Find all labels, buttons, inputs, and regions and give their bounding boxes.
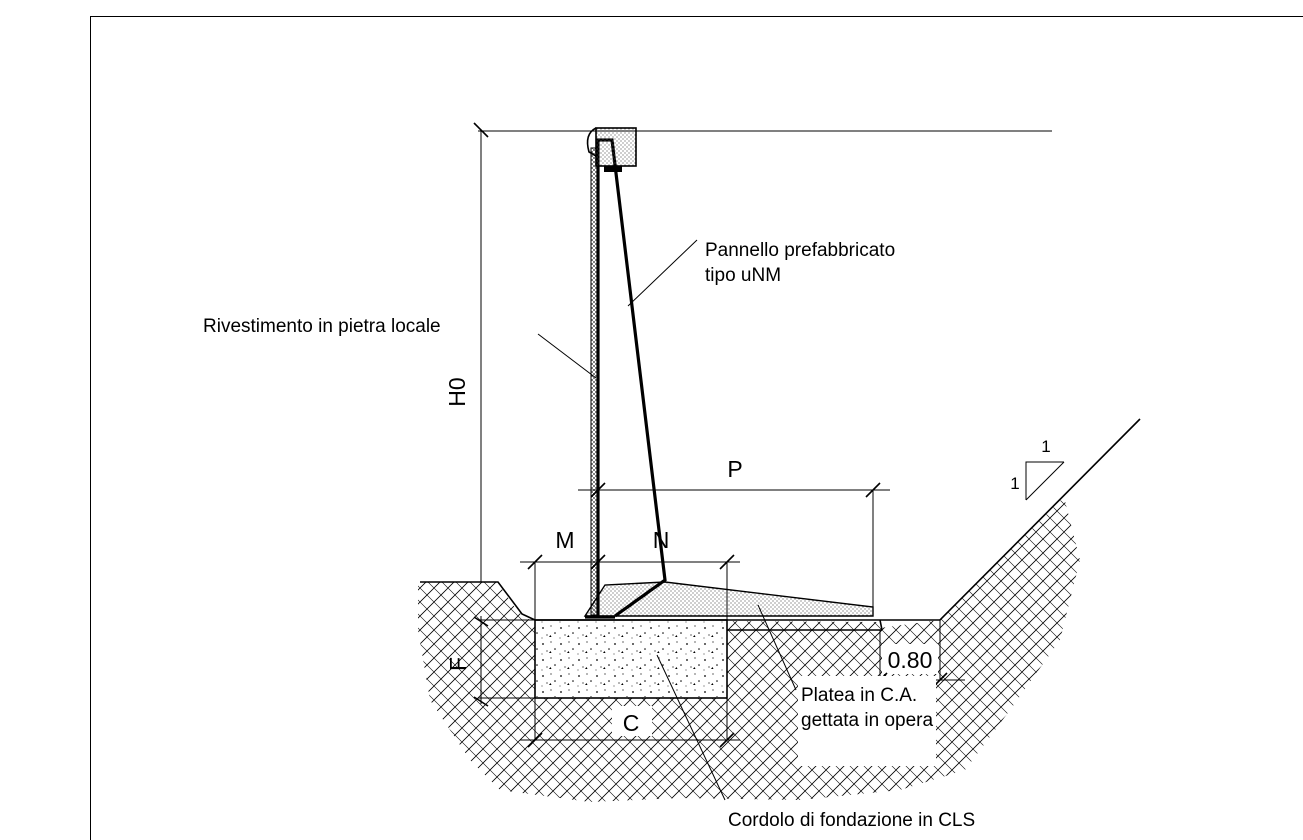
slope-run-label: 1: [1041, 437, 1050, 456]
panel-label-line1: Pannello prefabbricato: [705, 240, 895, 261]
drawing-frame: [90, 16, 1303, 840]
base-slab: [583, 581, 874, 617]
c-label: C: [623, 710, 640, 736]
panel-head: [604, 166, 622, 172]
f-tick-bottom: [473, 696, 489, 707]
n-label: N: [653, 527, 670, 553]
h0-tick-top: [473, 122, 489, 138]
m-tick-mid: [590, 554, 606, 570]
slab-label-line1: Platea in C.A.: [801, 685, 917, 706]
gap-label: 0.80: [888, 647, 933, 673]
c-label-mask: [612, 706, 652, 736]
m-label: M: [555, 527, 574, 553]
ground-profile-left: [420, 581, 536, 621]
panel-leader: [627, 239, 698, 307]
lean-concrete-right-edge: [879, 619, 883, 631]
cladding-label: Rivestimento in pietra locale: [203, 316, 441, 337]
slope-triangle: [1025, 461, 1064, 500]
footing-leader: [656, 654, 726, 801]
footing-label: Cordolo di fondazione in CLS: [728, 810, 975, 831]
coping-block: [595, 127, 637, 167]
p-tick-left: [590, 482, 606, 498]
slab-label-mask: [798, 676, 936, 766]
slope-triangle-hypotenuse: [1025, 461, 1065, 501]
h0-label: H0: [444, 377, 470, 406]
coping-cap-curve: [586, 127, 597, 157]
cladding-leader: [537, 333, 597, 379]
slab-leader: [757, 604, 797, 691]
p-label: P: [727, 456, 742, 482]
slab-label-line2: gettata in opera: [801, 710, 933, 731]
stone-cladding: [590, 147, 599, 616]
gap-label-mask: [882, 644, 938, 674]
soil-hatching: [418, 497, 1080, 802]
panel-label-line2: tipo uNM: [705, 265, 781, 286]
f-label: F: [445, 657, 471, 671]
slope-rise-label: 1: [1010, 474, 1019, 493]
footing-concrete-fill: [536, 621, 726, 697]
